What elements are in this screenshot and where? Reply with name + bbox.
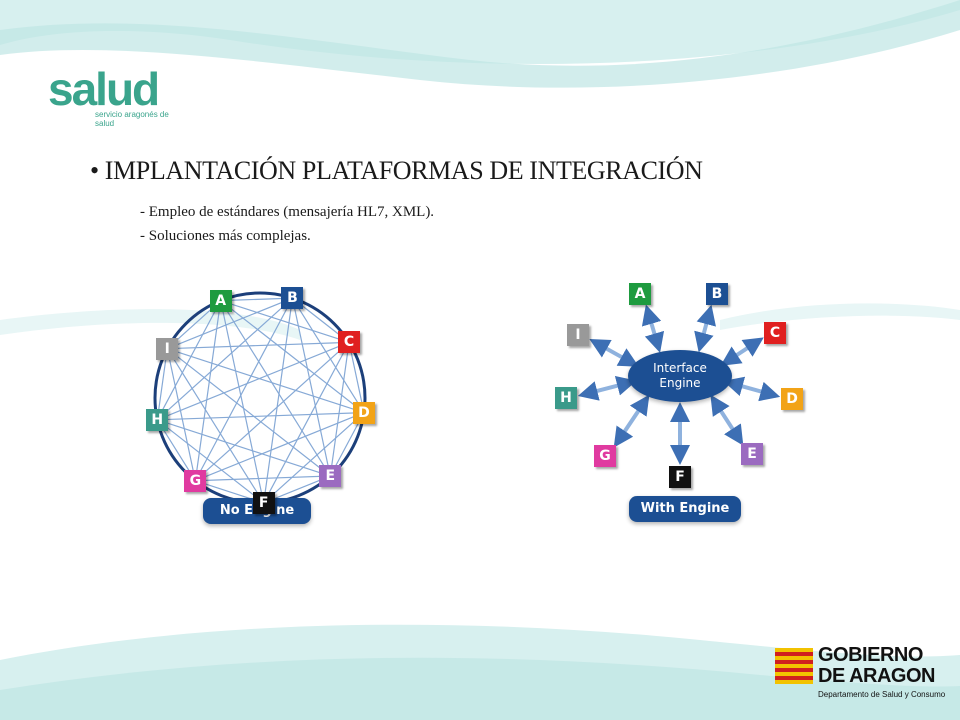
- mesh-link: [167, 348, 365, 414]
- mesh-link: [195, 412, 365, 482]
- node-a: A: [629, 283, 651, 305]
- mesh-link: [194, 341, 350, 482]
- engine-link-e: [710, 394, 744, 446]
- node-f: F: [669, 466, 691, 488]
- node-e: E: [319, 465, 342, 488]
- node-e: E: [741, 443, 763, 465]
- mesh-link: [157, 412, 364, 421]
- bullet-item-2: - Soluciones más complejas.: [140, 228, 311, 244]
- salud-logo-text: salud: [48, 63, 160, 115]
- mesh-link: [167, 341, 350, 350]
- node-i: I: [156, 337, 179, 360]
- mesh-link: [156, 300, 222, 421]
- mesh-link: [220, 300, 265, 504]
- slide-title: • IMPLANTACIÓN PLATAFORMAS DE INTEGRACIÓ…: [90, 156, 703, 185]
- diagram-with-engine: Interface Engine With Engine A B C D E F G H I: [530, 270, 830, 530]
- node-d: D: [352, 401, 375, 424]
- node-c: C: [338, 331, 361, 354]
- mesh-link: [156, 297, 293, 421]
- node-h: H: [146, 408, 169, 431]
- mesh-link: [263, 342, 350, 504]
- engine-link-b: [694, 304, 716, 353]
- mesh-link: [220, 300, 365, 414]
- mesh-link: [166, 348, 196, 481]
- salud-logo: salud servicio aragonés de salud: [48, 63, 178, 130]
- mesh-link: [194, 297, 293, 482]
- mesh-link: [157, 341, 350, 421]
- gobierno-aragon-logo: GOBIERNO DE ARAGON Departamento de Salud…: [772, 644, 952, 710]
- mesh-link: [220, 300, 331, 477]
- gobierno-logo-line2: DE ARAGON: [818, 665, 935, 687]
- mesh-link: [167, 297, 293, 350]
- mesh-link: [156, 348, 168, 420]
- engine-link-a: [641, 304, 665, 353]
- mesh-link: [166, 348, 331, 477]
- salud-logo-subtitle: servicio aragonés de salud: [95, 110, 169, 128]
- mesh-link: [220, 300, 350, 343]
- mesh-link: [166, 348, 265, 504]
- mesh-link: [263, 412, 365, 504]
- aragon-flag-icon: [775, 648, 813, 684]
- mesh-link: [157, 419, 331, 477]
- gobierno-logo-department: Departamento de Salud y Consumo: [818, 690, 946, 699]
- mesh-link: [263, 298, 294, 504]
- mesh-link: [291, 298, 331, 477]
- mesh-link: [220, 297, 293, 302]
- node-h: H: [555, 387, 577, 409]
- node-c: C: [764, 322, 786, 344]
- engine-link-g: [613, 394, 650, 448]
- node-a: A: [209, 289, 232, 312]
- mesh-link: [194, 300, 222, 481]
- bullet-list: - Empleo de estándares (mensajería HL7, …: [140, 200, 434, 248]
- engine-link-c: [720, 337, 764, 366]
- mesh-link: [329, 342, 350, 477]
- mesh-link: [195, 475, 331, 482]
- engine-connections: [577, 304, 781, 465]
- node-b: B: [281, 287, 304, 310]
- node-g: G: [184, 469, 207, 492]
- engine-link-i: [589, 339, 639, 367]
- mesh-link: [348, 342, 365, 413]
- node-f: F: [252, 491, 275, 514]
- interface-engine-ellipse: Interface Engine: [628, 350, 732, 402]
- node-b: B: [706, 283, 728, 305]
- engine-link-h: [577, 376, 637, 401]
- gobierno-logo-line1: GOBIERNO: [818, 644, 923, 666]
- mesh-link: [291, 297, 365, 413]
- bullet-item-1: - Empleo de estándares (mensajería HL7, …: [140, 204, 435, 220]
- engine-link-d: [723, 376, 781, 402]
- node-g: G: [594, 445, 616, 467]
- with-engine-label: With Engine: [629, 496, 741, 522]
- mesh-link: [156, 419, 265, 504]
- interface-engine-label: Interface Engine: [653, 361, 707, 390]
- node-i: I: [567, 324, 589, 346]
- node-d: D: [781, 388, 803, 410]
